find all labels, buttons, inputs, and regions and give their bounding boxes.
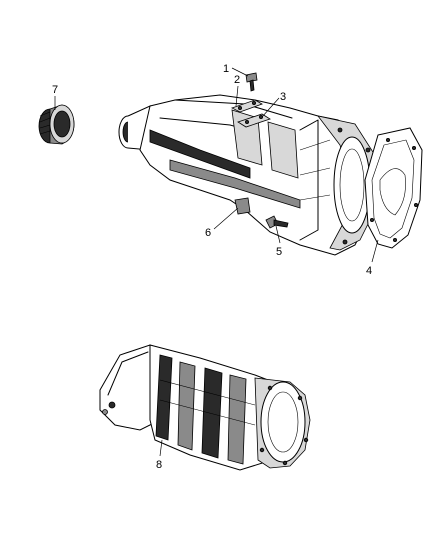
plate-part-3 — [237, 113, 271, 128]
callout-1: 1 — [223, 63, 229, 75]
plate-part-2 — [230, 99, 263, 113]
bolt-part-5 — [265, 215, 289, 229]
extension-housing-part-6 — [118, 94, 379, 256]
seal-part-7 — [38, 104, 75, 145]
callout-6: 6 — [205, 227, 211, 239]
callout-7: 7 — [52, 84, 58, 96]
callout-5: 5 — [276, 246, 282, 258]
housing-assembly-part-8 — [99, 344, 311, 471]
leader-lines — [54, 67, 379, 457]
callout-8: 8 — [156, 459, 162, 471]
gasket-part-4 — [364, 127, 423, 249]
callout-4: 4 — [366, 265, 372, 277]
callout-3: 3 — [280, 91, 286, 103]
bolt-part-1 — [245, 72, 258, 92]
callout-2: 2 — [234, 74, 240, 86]
